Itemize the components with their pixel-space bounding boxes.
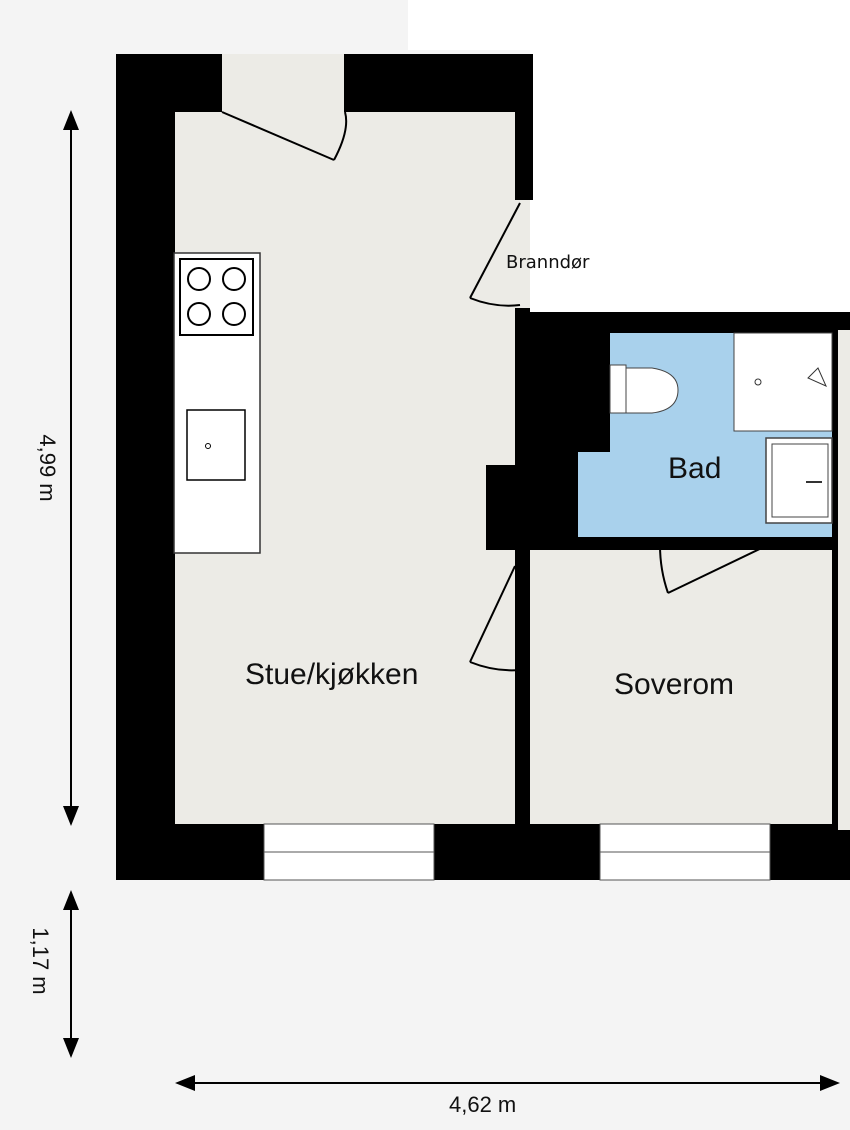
stove-burner-icon xyxy=(222,267,246,291)
kitchen-counter xyxy=(173,252,261,554)
dimension-height-lower xyxy=(63,890,79,1058)
window-living xyxy=(263,823,435,881)
entry-door xyxy=(221,111,348,161)
dimension-height-main xyxy=(63,110,79,826)
stove-burner-icon xyxy=(222,302,246,326)
bath-label: Bad xyxy=(668,452,722,485)
toilet xyxy=(609,364,679,414)
height-main-label: 4,99 m xyxy=(35,434,60,502)
fire-door-opening xyxy=(515,200,530,308)
bath-bedroom-wall xyxy=(530,537,832,550)
wall-stub xyxy=(515,560,530,568)
corridor-wall xyxy=(527,54,533,200)
shower xyxy=(733,332,833,432)
bath-door xyxy=(659,544,769,594)
wall-notch xyxy=(486,465,530,550)
right-wall xyxy=(832,330,838,830)
bedroom-floor xyxy=(530,550,832,824)
shower-head-icon xyxy=(807,367,827,387)
bedroom-label: Soverom xyxy=(614,668,735,701)
dimension-width xyxy=(175,1075,840,1091)
drain-icon xyxy=(205,443,211,449)
partition-wall xyxy=(515,312,530,472)
entry-opening xyxy=(222,54,344,114)
fire-door xyxy=(469,202,521,307)
stove-burner-icon xyxy=(187,302,211,326)
window-bedroom xyxy=(599,823,771,881)
living-bedroom-door xyxy=(469,565,521,672)
width-label: 4,62 m xyxy=(449,1092,517,1117)
height-lower-label: 1,17 m xyxy=(28,927,53,995)
sink xyxy=(186,409,246,481)
fire-door-label: Branndør xyxy=(506,252,590,273)
stove-burner-icon xyxy=(187,267,211,291)
living-bedroom-wall xyxy=(515,670,530,824)
bath-floor-alcove xyxy=(578,452,638,538)
exterior-area xyxy=(408,0,850,50)
living-kitchen-label: Stue/kjøkken xyxy=(245,658,419,691)
bath-sink xyxy=(765,437,833,524)
exterior-area-right xyxy=(530,50,850,325)
